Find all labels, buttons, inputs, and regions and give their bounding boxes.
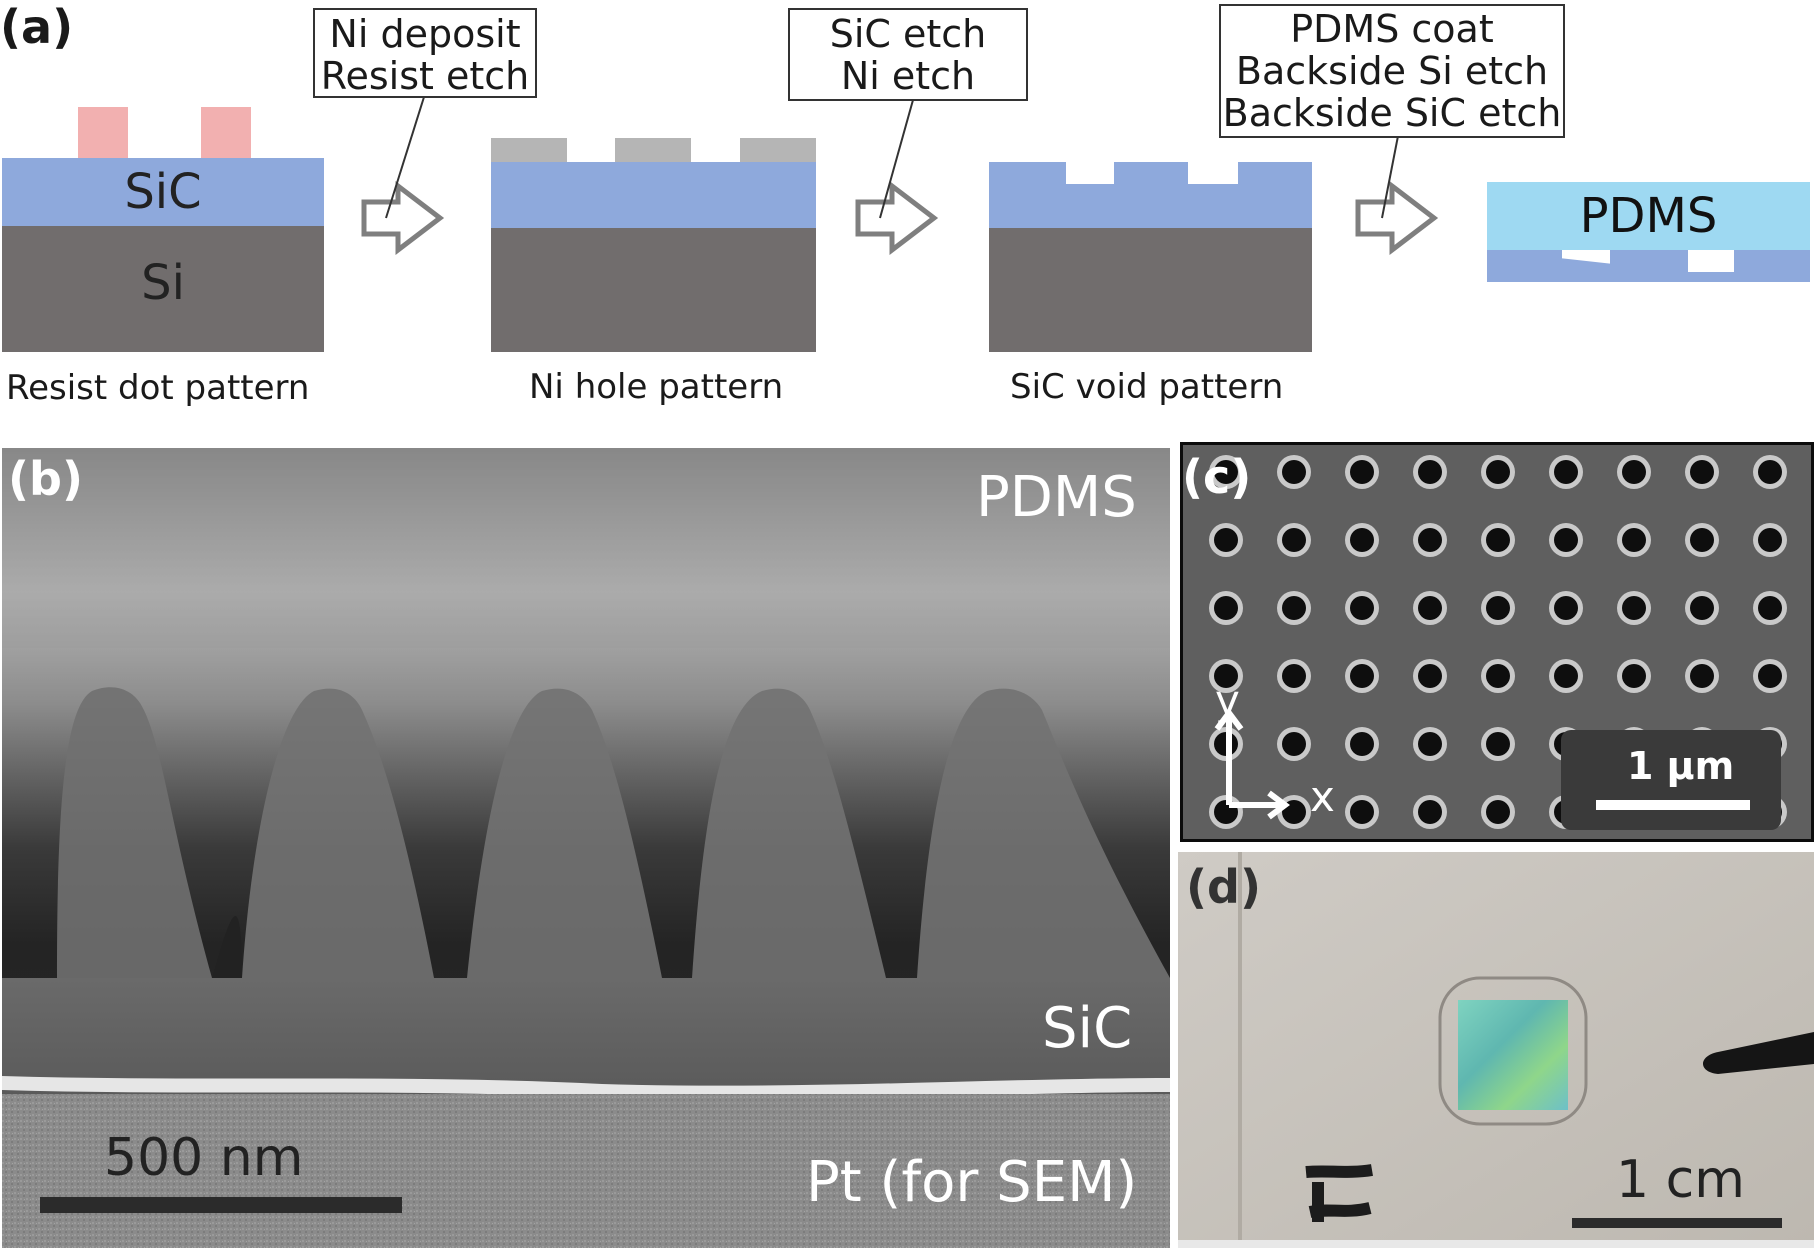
hole: [1350, 664, 1374, 688]
hole: [1486, 528, 1510, 552]
si-layer-label: Si: [141, 255, 185, 311]
hole: [1486, 800, 1510, 824]
process-arrow-3: [1355, 180, 1439, 256]
caption-resist-dot-pattern: Resist dot pattern: [6, 368, 310, 408]
hole: [1758, 664, 1782, 688]
process-arrow-2: [855, 180, 939, 256]
hole: [1418, 528, 1442, 552]
hole: [1554, 528, 1578, 552]
step2-ni-block-1: [491, 138, 567, 162]
hole: [1690, 528, 1714, 552]
hole: [1282, 528, 1306, 552]
step1-resist-dot-right: [201, 107, 251, 159]
hole: [1486, 596, 1510, 620]
caption-sic-void-pattern: SiC void pattern: [1010, 367, 1284, 407]
callout-line: SiC etch: [829, 12, 987, 56]
step1-sic-layer: [2, 158, 324, 226]
panel-d-label: (d): [1186, 860, 1261, 914]
hole: [1418, 800, 1442, 824]
hole: [1554, 664, 1578, 688]
callout-line: PDMS coat: [1290, 7, 1494, 51]
step3-si-layer: [989, 228, 1312, 352]
hole: [1214, 596, 1238, 620]
sem-label-sic: SiC: [1042, 996, 1133, 1061]
scalebar-label-1um: 1 µm: [1627, 744, 1735, 788]
panel-b-sem-image: [2, 448, 1170, 1248]
hole: [1622, 460, 1646, 484]
hole: [1214, 664, 1238, 688]
step3-sic-layer: [989, 162, 1312, 228]
scalebar-500nm: [40, 1197, 402, 1213]
sem-cross-section-graphic: [2, 448, 1170, 1248]
axis-label-y: y: [1215, 676, 1240, 725]
hole: [1282, 664, 1306, 688]
hole: [1350, 732, 1374, 756]
step2-ni-block-3: [740, 138, 816, 162]
xy-axis-indicator: [1214, 708, 1290, 820]
callout-line: Ni deposit: [329, 12, 521, 56]
hole: [1690, 664, 1714, 688]
step2-ni-block-2: [615, 138, 691, 162]
scalebar-1um: [1596, 800, 1750, 810]
step4-pdms-layer: [1487, 182, 1810, 250]
callout-ni-deposit-resist-etch: Ni deposit Resist etch: [313, 8, 537, 98]
callout-line: Backside Si etch: [1235, 49, 1549, 93]
caption-ni-hole-pattern: Ni hole pattern: [529, 367, 784, 407]
panel-c-label: (c): [1182, 450, 1252, 504]
hole: [1282, 460, 1306, 484]
step2-sic-layer: [491, 162, 816, 228]
hole: [1214, 528, 1238, 552]
hole: [1350, 460, 1374, 484]
hole: [1486, 732, 1510, 756]
hole: [1350, 528, 1374, 552]
hole: [1758, 596, 1782, 620]
hole: [1758, 528, 1782, 552]
hole: [1622, 528, 1646, 552]
hole: [1418, 732, 1442, 756]
hole: [1622, 664, 1646, 688]
scalebar-label-1cm: 1 cm: [1616, 1150, 1745, 1210]
axis-label-x: x: [1310, 772, 1335, 821]
callout-leader-3: [1381, 135, 1399, 219]
hole: [1418, 596, 1442, 620]
hole: [1554, 460, 1578, 484]
callout-leader-1: [385, 96, 425, 219]
panel-d-photo: [1178, 852, 1814, 1248]
hole: [1282, 596, 1306, 620]
hole: [1418, 664, 1442, 688]
hole: [1282, 732, 1306, 756]
hole: [1214, 460, 1238, 484]
hole: [1486, 460, 1510, 484]
hole: [1418, 460, 1442, 484]
hole: [1758, 460, 1782, 484]
sem-label-pt: Pt (for SEM): [806, 1150, 1138, 1215]
pdms-layer-label: PDMS: [1579, 188, 1718, 244]
step1-resist-dot-left: [78, 107, 128, 159]
hole: [1690, 596, 1714, 620]
panel-b-label: (b): [8, 452, 83, 506]
callout-line: Ni etch: [840, 54, 976, 98]
step2-si-layer: [491, 228, 816, 352]
hole: [1622, 596, 1646, 620]
scalebar-box: [1561, 730, 1781, 830]
process-arrow-1: [361, 180, 445, 256]
callout-pdms-coat-backside-etch: PDMS coat Backside Si etch Backside SiC …: [1219, 4, 1565, 138]
hole: [1690, 460, 1714, 484]
hole: [1486, 664, 1510, 688]
hole: [1350, 596, 1374, 620]
panel-a-label: (a): [0, 0, 74, 54]
scalebar-label-500nm: 500 nm: [104, 1128, 304, 1188]
sem-label-pdms: PDMS: [976, 465, 1137, 530]
step1-si-layer: [2, 226, 324, 352]
callout-line: Backside SiC etch: [1222, 91, 1562, 135]
scalebar-1cm: [1572, 1218, 1782, 1228]
callout-leader-2: [879, 99, 914, 219]
hole: [1350, 800, 1374, 824]
callout-sic-etch-ni-etch: SiC etch Ni etch: [788, 8, 1028, 101]
photo-graphic: [1178, 852, 1814, 1248]
fabrication-process-diagram: [2, 96, 1810, 352]
callout-line: Resist etch: [320, 54, 530, 98]
hole: [1554, 596, 1578, 620]
sic-layer-label: SiC: [124, 164, 202, 220]
